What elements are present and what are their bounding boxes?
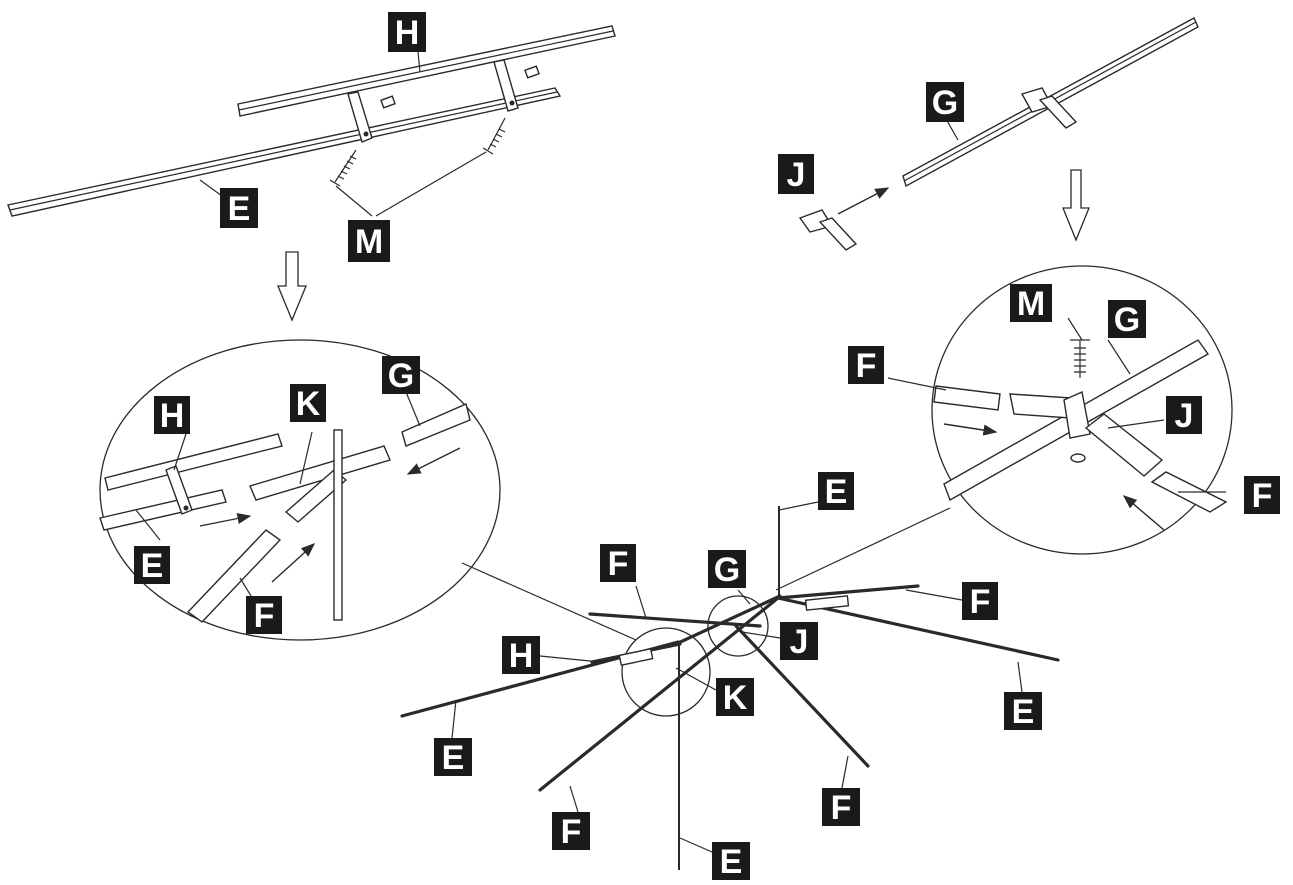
label-m-top: M: [348, 220, 390, 262]
svg-text:K: K: [723, 679, 748, 717]
pole-g: [674, 594, 782, 646]
svg-text:H: H: [509, 637, 534, 675]
svg-text:M: M: [355, 223, 383, 261]
label-f-main-top: F: [600, 544, 636, 583]
label-h-detail: H: [154, 396, 190, 435]
label-g-detail-right: G: [1108, 300, 1146, 339]
svg-text:H: H: [395, 14, 420, 52]
svg-text:F: F: [970, 583, 991, 621]
bracket-left: [347, 91, 373, 143]
spring-bolt-right: [482, 117, 506, 155]
label-f-detail-right-top: F: [848, 346, 884, 385]
svg-text:E: E: [720, 843, 743, 881]
svg-text:F: F: [831, 789, 852, 827]
label-g-top: G: [926, 82, 964, 122]
label-f-main-lower-left: F: [552, 812, 590, 851]
down-arrow-left: [277, 251, 307, 322]
svg-text:E: E: [141, 547, 164, 585]
main-assembly: [400, 501, 1060, 870]
down-arrow-right: [1062, 169, 1090, 242]
label-k-main: K: [716, 678, 754, 717]
pole-k: [333, 429, 343, 621]
svg-text:K: K: [296, 385, 321, 423]
svg-text:E: E: [228, 190, 251, 228]
svg-text:H: H: [160, 397, 185, 435]
label-g-detail: G: [382, 356, 420, 395]
svg-text:J: J: [1175, 397, 1194, 435]
label-g-main: G: [708, 550, 746, 589]
svg-text:J: J: [790, 623, 809, 661]
svg-text:F: F: [561, 813, 582, 851]
svg-text:G: G: [388, 357, 414, 395]
label-k-detail: K: [290, 384, 326, 423]
label-f-detail: F: [246, 596, 282, 635]
detail-circle-right: [931, 265, 1233, 555]
svg-text:G: G: [1114, 301, 1140, 339]
svg-text:F: F: [1252, 477, 1273, 515]
svg-text:G: G: [932, 84, 958, 122]
bracket-right: [493, 59, 519, 112]
spring-bolt-detail: [1070, 339, 1090, 463]
svg-text:F: F: [856, 347, 877, 385]
label-e-upright: E: [818, 472, 854, 511]
detail-circle-left: [99, 339, 501, 641]
svg-text:F: F: [608, 545, 629, 583]
label-h-top: H: [388, 12, 426, 52]
label-m-detail: M: [1010, 284, 1052, 323]
pole-f-right: [776, 584, 920, 600]
svg-text:F: F: [254, 597, 275, 635]
label-f-main-lower-right: F: [822, 788, 860, 827]
zoom-circle-k: [621, 627, 711, 717]
label-e-top: E: [220, 188, 258, 228]
svg-text:J: J: [787, 156, 806, 194]
detail-right-parts: [887, 317, 1228, 531]
label-h-main: H: [502, 636, 540, 675]
svg-text:M: M: [1017, 285, 1045, 323]
svg-text:E: E: [442, 739, 465, 777]
label-e-detail: E: [134, 546, 170, 585]
label-j-top: J: [778, 154, 814, 194]
step-h-on-e: [7, 25, 616, 217]
spring-bolt-left: [329, 149, 357, 187]
svg-text:E: E: [825, 473, 848, 511]
label-f-main-right: F: [962, 582, 998, 621]
svg-text:G: G: [714, 551, 740, 589]
label-j-detail: J: [1166, 396, 1202, 435]
zoom-circle-j: [707, 595, 769, 657]
pole-f-top: [588, 612, 762, 628]
label-e-main-right: E: [1004, 692, 1042, 731]
step-j-on-g: [798, 17, 1199, 251]
label-f-detail-right-bottom: F: [1244, 476, 1280, 515]
pole-f-lower-right: [734, 624, 870, 768]
label-j-main: J: [780, 622, 818, 661]
label-e-main-left: E: [434, 738, 472, 777]
tube-e-top-left: [7, 87, 562, 217]
detail-left-parts: [99, 391, 471, 623]
label-e-main-bottom: E: [712, 842, 750, 881]
svg-text:E: E: [1012, 693, 1035, 731]
